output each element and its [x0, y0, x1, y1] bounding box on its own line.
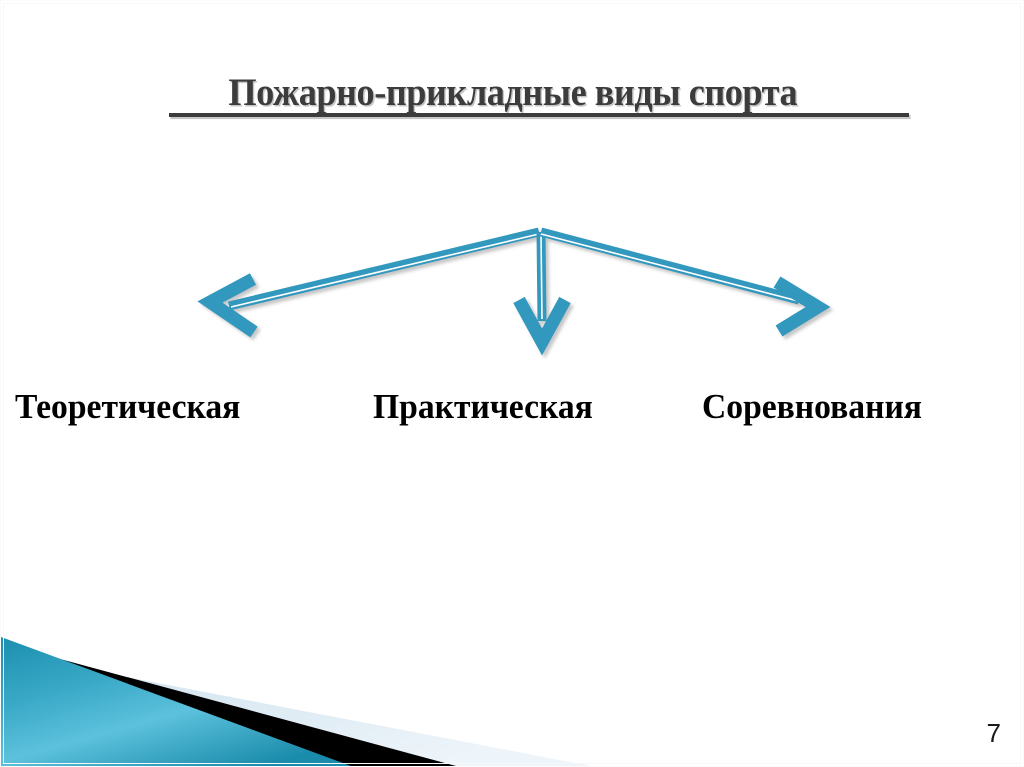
- branch-label-practical: Практическая: [373, 387, 593, 426]
- title-underline: [169, 113, 909, 117]
- arrow-down: [513, 231, 571, 356]
- branch-label-theoretical: Теоретическая: [15, 387, 241, 426]
- deco-band-pale-blue: [1, 653, 591, 766]
- arrow-down-right: [539, 227, 831, 337]
- page-title: Пожарно-прикладные виды спорта: [1, 71, 1023, 115]
- deco-band-black: [1, 643, 456, 766]
- page-number: 7: [986, 718, 1001, 748]
- arrow-down-left: [197, 227, 541, 338]
- page-title-text: Пожарно-прикладные виды спорта: [228, 71, 798, 114]
- branch-labels: Теоретическая Практическая Соревнования: [1, 385, 1023, 433]
- decorative-corner-bands: [1, 637, 591, 766]
- deco-band-teal: [1, 637, 351, 766]
- branch-label-competitions: Соревнования: [702, 387, 922, 426]
